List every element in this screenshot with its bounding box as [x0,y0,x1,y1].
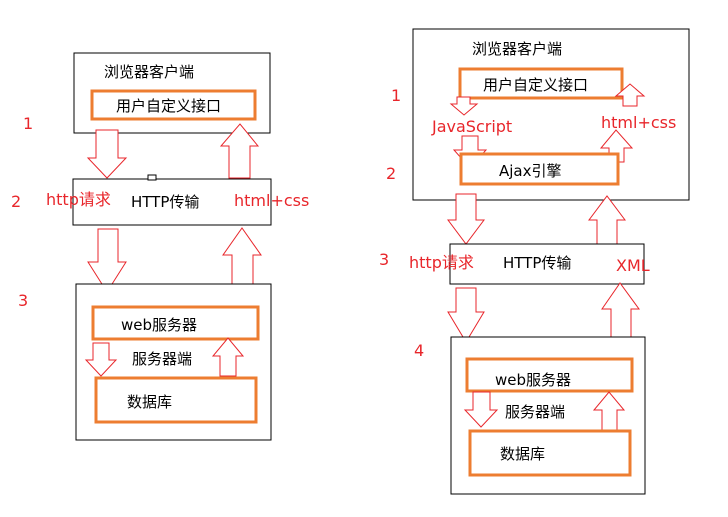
right-javascript-label: JavaScript [431,117,512,136]
right-server-side-label: 服务器端 [505,403,565,421]
left-step-2: 2 [11,192,21,211]
left-arrow-up-3 [211,337,245,377]
right-custom-interface-label: 用户自定义接口 [483,76,588,94]
right-database-box [468,429,632,477]
left-database-label: 数据库 [127,393,172,411]
right-step-4: 4 [414,341,424,360]
left-http-transfer-box [72,178,272,226]
left-arrow-down-2 [87,228,127,293]
right-ajax-engine-box [459,152,620,186]
left-database-box [94,376,258,424]
left-web-server-label: web服务器 [121,316,197,334]
right-arrow-down-2 [447,287,485,343]
right-custom-interface-box [458,67,624,100]
left-step-3: 3 [18,291,28,310]
right-step-1: 1 [391,86,401,105]
right-web-server-label: web服务器 [495,371,571,389]
right-http-transfer-label: HTTP传输 [503,254,571,272]
left-custom-interface-box [90,89,257,121]
right-http-transfer-box [449,243,645,285]
right-step-2: 2 [386,164,396,183]
right-database-label: 数据库 [500,445,545,463]
left-arrow-down-3 [84,342,118,377]
right-arrow-up-3 [592,391,626,431]
left-web-server-box [91,305,260,341]
left-arrow-up-1 [219,123,260,179]
left-arrow-up-2 [222,227,262,293]
left-http-transfer-label: HTTP传输 [131,193,199,211]
right-arrow-up-1 [588,195,626,247]
right-html-css-label: html+css [601,113,676,132]
left-html-css-label: html+css [234,191,309,210]
left-step-1: 1 [23,114,33,133]
right-arrow-up-css [599,129,634,163]
right-arrow-down-small [449,96,479,116]
left-http-request-label: http请求 [46,190,111,209]
right-ajax-engine-label: Ajax引擎 [499,162,562,180]
left-server-side-label: 服务器端 [132,350,192,368]
right-arrow-down-1 [447,193,485,245]
right-arrow-up-small [614,83,646,107]
left-http-box-tab [147,174,157,181]
right-browser-client-label: 浏览器客户端 [472,40,562,58]
right-arrow-down-3 [463,391,499,428]
right-arrow-up-2 [601,282,640,341]
right-web-server-box [465,357,634,393]
left-arrow-down-1 [86,129,128,179]
right-xml-label: XML [616,256,650,275]
right-http-request-label: http请求 [409,253,474,272]
right-step-3: 3 [379,250,389,269]
left-custom-interface-label: 用户自定义接口 [116,97,221,115]
left-browser-client-label: 浏览器客户端 [104,63,194,81]
